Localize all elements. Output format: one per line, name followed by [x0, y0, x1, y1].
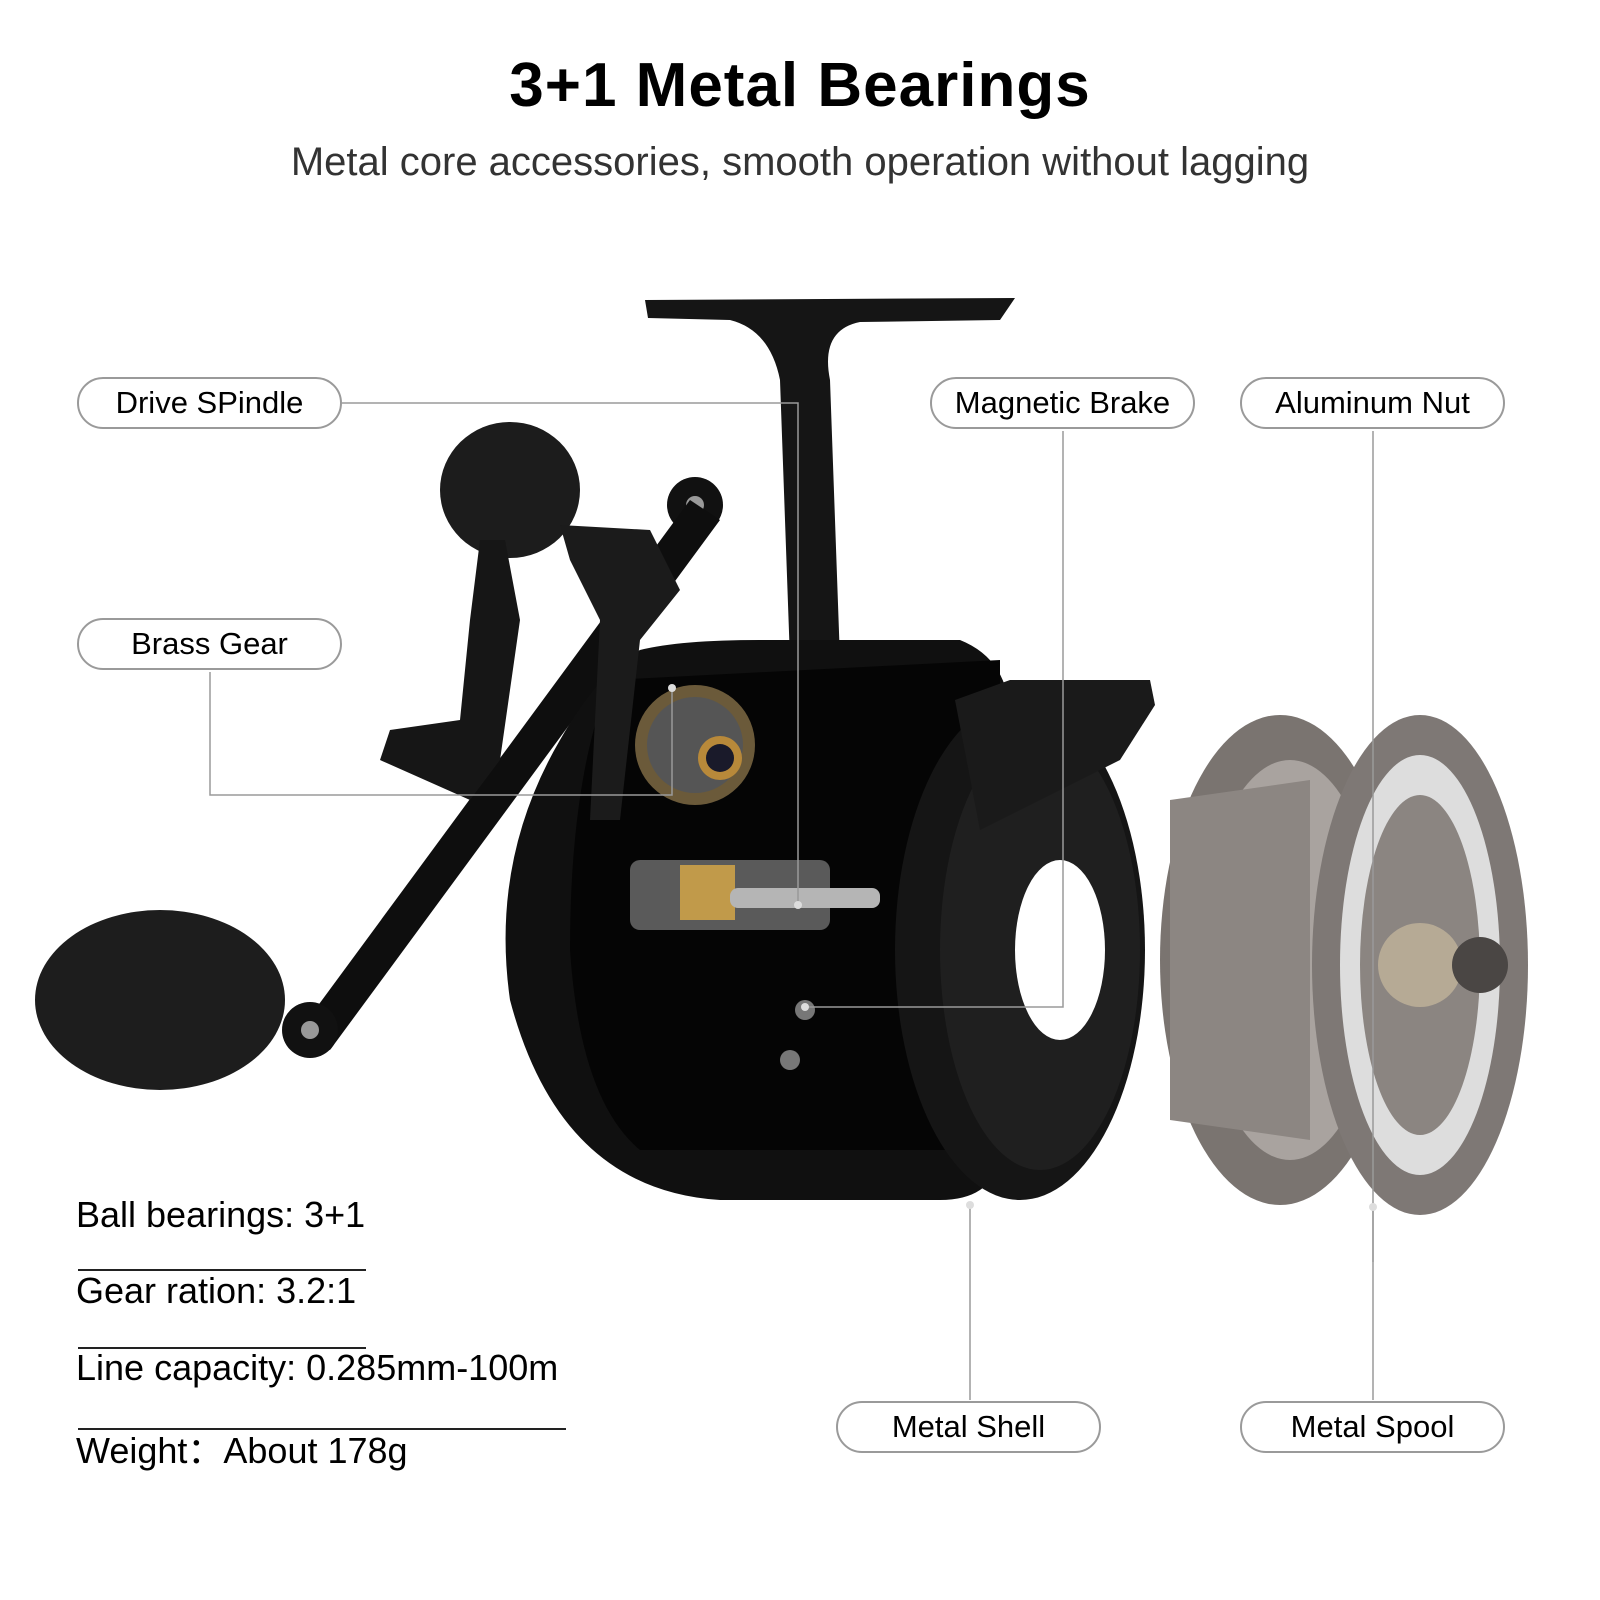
callout-metal-spool: Metal Spool — [1240, 1401, 1505, 1453]
metal-shell — [895, 680, 1155, 1200]
aluminum-nut — [1378, 923, 1462, 1007]
spec-weight: Weight：About 178g — [76, 1430, 408, 1471]
drag-lever — [380, 540, 520, 800]
spec-line-capacity: Line capacity: 0.285mm-100m — [76, 1347, 559, 1388]
reel-foot — [645, 298, 1015, 660]
page-title: 3+1 Metal Bearings — [509, 51, 1091, 120]
spec-divider — [78, 1428, 566, 1430]
magnetic-brake — [955, 680, 1155, 830]
metal-spool — [1160, 715, 1528, 1215]
spec-divider — [78, 1269, 366, 1271]
spec-divider — [78, 1347, 366, 1349]
drive-spindle — [730, 888, 880, 908]
callout-aluminum-nut: Aluminum Nut — [1240, 377, 1505, 429]
brand-logo — [1452, 937, 1508, 993]
brass-pinion — [680, 865, 735, 920]
callout-metal-shell: Metal Shell — [836, 1401, 1101, 1453]
lower-handle-knob — [35, 910, 338, 1090]
page-subtitle: Metal core accessories, smooth operation… — [290, 140, 1310, 184]
spec-ball-bearings: Ball bearings: 3+1 — [76, 1194, 366, 1235]
callout-magnetic-brake: Magnetic Brake — [930, 377, 1195, 429]
leader-lines — [209, 402, 1374, 1400]
trigger-lever — [560, 525, 680, 820]
callout-brass-gear: Brass Gear — [77, 618, 342, 670]
callout-drive-spindle: Drive SPindle — [77, 377, 342, 429]
spec-gear-ratio: Gear ration: 3.2:1 — [76, 1270, 357, 1311]
